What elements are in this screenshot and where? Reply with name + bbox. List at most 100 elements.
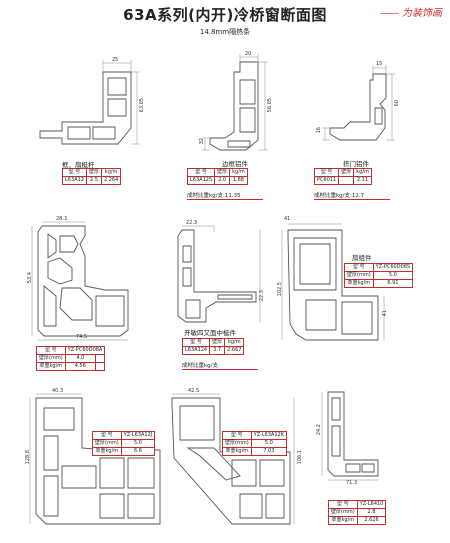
p3-dim-left: 16 xyxy=(316,127,322,134)
p3-cell: kg/m xyxy=(353,168,372,177)
p5-note-underline xyxy=(182,369,258,370)
p6-dim-right: 41 xyxy=(382,310,388,317)
profile-1-shape xyxy=(39,60,140,145)
profile-8-shape xyxy=(171,393,295,525)
p9-dim-height: 24.2 xyxy=(316,424,322,436)
p5-cell: L63A124 xyxy=(181,346,211,355)
p9-cell: 单重kg/m xyxy=(328,516,358,525)
profile-2-shape xyxy=(202,54,268,151)
p1-cell: kg/m xyxy=(100,168,122,177)
profile-9-shape xyxy=(321,391,379,481)
p6-label: 扇组件 xyxy=(352,254,372,262)
p4-dim-bottom: 74.5 xyxy=(76,334,88,340)
p4-dim-top: 28.3 xyxy=(56,216,68,222)
p2-dim-left: 32 xyxy=(199,138,205,145)
p7-cell: YZ-L63A12J xyxy=(120,431,156,440)
profile-5-shape xyxy=(177,225,261,323)
p5-cell: 2.667 xyxy=(224,346,245,355)
p1-cell: 2.264 xyxy=(100,176,122,185)
p9-cell: 2.8 xyxy=(356,508,387,517)
p8-cell: 型 号 xyxy=(222,431,252,440)
p5-cell: 壁厚 xyxy=(209,338,226,347)
p4-dim-height: 53.4 xyxy=(27,272,33,284)
p2-note: 成材比重kg/支:11.35 xyxy=(187,193,241,199)
p8-cell: 7.03 xyxy=(250,447,288,456)
p4-cell xyxy=(94,362,106,371)
p7-cell: 壁厚(mm) xyxy=(92,439,122,448)
p5-dim-right: 22.3 xyxy=(259,290,265,302)
p2-dim-top: 20 xyxy=(245,51,252,57)
p9-dim-bottom: 71.3 xyxy=(346,480,358,486)
p3-note: 成材比重kg/支:12.7 xyxy=(314,193,365,199)
p8-cell: 壁厚(mm) xyxy=(222,439,252,448)
p6-dim-height: 102.5 xyxy=(277,282,283,297)
p8-dim-top: 42.5 xyxy=(188,388,200,394)
p5-cell: kg/m xyxy=(224,338,245,347)
p6-cell: 型 号 xyxy=(344,263,374,272)
p2-cell: 壁厚 xyxy=(214,168,231,177)
p1-dim-width: 25 xyxy=(112,57,119,63)
p5-cell: 型 号 xyxy=(181,338,211,347)
p7-dim-top: 40.3 xyxy=(52,388,64,394)
p2-cell: 2.0 xyxy=(214,176,231,185)
p3-label: 挤门铝件 xyxy=(343,160,369,168)
brand-mark: ——为装饰画 xyxy=(380,4,442,19)
p7-cell: 单重kg/m xyxy=(92,447,122,456)
p5-cell: 3.7 xyxy=(209,346,226,355)
p3-cell: 2.11 xyxy=(353,176,372,185)
p8-cell: 5.0 xyxy=(250,439,288,448)
p1-label: 框、扇梃杆 xyxy=(62,161,95,169)
p6-cell: 单重kg/m xyxy=(344,279,374,288)
p3-cell: 型 号 xyxy=(313,168,340,177)
p4-cell: 单重kg/m xyxy=(36,362,66,371)
p8-cell: 单重kg/m xyxy=(222,447,252,456)
p1-cell: L63A12 xyxy=(62,176,87,185)
p6-dim-top: 41 xyxy=(284,216,291,222)
profile-4-shape xyxy=(31,221,129,341)
p5-note: 成材比重kg/支: xyxy=(182,363,220,369)
p7-cell: 5.0 xyxy=(120,439,156,448)
p7-cell: 6.6 xyxy=(120,447,156,456)
p2-note-underline xyxy=(187,199,263,200)
p3-cell: 壁厚 xyxy=(338,168,355,177)
p3-dim-top: 15 xyxy=(376,61,383,67)
p4-cell: 4.0 xyxy=(64,354,96,363)
profile-6-shape xyxy=(281,223,385,341)
p1-cell: 2.5 xyxy=(85,176,102,185)
p3-cell: PC6011 xyxy=(313,176,340,185)
p1-dim-height: 63.05 xyxy=(139,98,145,113)
brand-name: 为装饰画 xyxy=(402,8,442,19)
page-title: 63A系列(内开)冷桥窗断面图 xyxy=(123,6,327,24)
p3-dim-height: 60 xyxy=(394,100,400,107)
p4-cell: 4.56 xyxy=(64,362,96,371)
p6-cell: YZ-PC60D08S xyxy=(372,263,414,272)
p4-cell xyxy=(94,354,106,363)
p3-cell xyxy=(338,176,355,185)
p2-cell: kg/m xyxy=(229,168,248,177)
p6-cell: 壁厚(mm) xyxy=(344,271,374,280)
p7-dim-height: 128.8 xyxy=(25,450,31,465)
p6-cell: 5.0 xyxy=(372,271,414,280)
p9-cell: 2.626 xyxy=(356,516,387,525)
p2-cell: L63A12S xyxy=(186,176,216,185)
p4-cell: 型 号 xyxy=(36,346,66,355)
p1-cell: 型 号 xyxy=(62,168,87,177)
p4-cell: 壁厚(mm) xyxy=(36,354,66,363)
p2-cell: 型 号 xyxy=(186,168,216,177)
profile-7-shape xyxy=(29,393,161,525)
p2-label: 边框铝件 xyxy=(222,160,248,168)
brand-dash: —— xyxy=(380,8,399,19)
p8-dim-height: 106.1 xyxy=(297,450,303,465)
p3-note-underline xyxy=(314,199,390,200)
p5-dim-top: 22.3 xyxy=(186,220,198,226)
p2-cell: 1.88 xyxy=(229,176,248,185)
